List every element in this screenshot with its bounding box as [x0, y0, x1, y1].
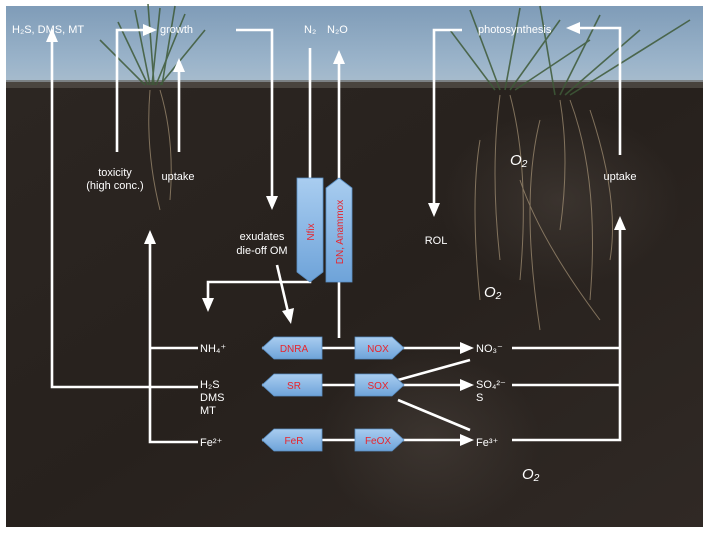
- label-rol: ROL: [425, 235, 448, 247]
- label-no3: NO₃⁻: [476, 343, 503, 355]
- process-sr: SR: [261, 373, 323, 397]
- arrowhead: [144, 230, 156, 244]
- label-nh4: NH₄⁺: [200, 343, 226, 355]
- label-gases-left: H₂S, DMS, MT: [12, 24, 84, 36]
- arrowhead: [566, 22, 580, 34]
- label-h2s: H₂S: [200, 379, 220, 391]
- arrow-growth-to-exudates: [236, 28, 274, 198]
- arrowhead: [460, 379, 474, 391]
- label-so4: SO₄²⁻: [476, 379, 506, 391]
- line-fe3-right: [512, 228, 622, 442]
- label-sr: SR: [287, 381, 301, 392]
- arrowhead: [202, 298, 214, 312]
- label-die-off-om: die-off OM: [236, 245, 287, 257]
- label-n2o: N₂O: [327, 24, 348, 36]
- arrowhead: [143, 24, 157, 36]
- arrowhead: [460, 434, 474, 446]
- label-n2: N₂: [304, 24, 316, 36]
- soil-surface: [6, 80, 703, 88]
- label-mt: MT: [200, 405, 216, 417]
- label-dms: DMS: [200, 392, 224, 404]
- grass-left: [99, 3, 206, 86]
- line-fe2-left: [148, 242, 198, 444]
- process-feox: FeOX: [354, 428, 405, 452]
- arrow-uptake-to-photosynthesis: [578, 26, 622, 155]
- arrow-exudates-to-dnra: [275, 264, 290, 313]
- label-fe3: Fe³⁺: [476, 437, 499, 449]
- process-fer: FeR: [261, 428, 323, 452]
- process-sox: SOX: [354, 373, 405, 397]
- label-photosynthesis: photosynthesis: [478, 24, 552, 36]
- line-sox-to-fe3: [397, 398, 471, 432]
- arrowhead: [282, 308, 294, 324]
- roots: [148, 89, 613, 331]
- arrowhead: [614, 216, 626, 230]
- label-fe2: Fe²⁺: [200, 437, 223, 449]
- arrowhead: [460, 342, 474, 354]
- arrowhead: [266, 196, 278, 210]
- arrowhead: [333, 50, 345, 64]
- label-growth: growth: [160, 24, 193, 36]
- label-sox: SOX: [367, 381, 388, 392]
- label-nfix: Nfix: [306, 223, 317, 240]
- label-uptake-left: uptake: [161, 171, 194, 183]
- label-dnra: DNRA: [280, 344, 309, 355]
- arrowhead: [428, 203, 440, 217]
- process-nox: NOX: [354, 336, 405, 360]
- label-o2-2: O₂: [484, 284, 502, 301]
- arrowhead: [173, 58, 185, 72]
- label-feox: FeOX: [365, 436, 391, 447]
- label-dn-anammox: DN, Anammox: [335, 200, 346, 264]
- soil-light-patch-2: [440, 110, 680, 290]
- arrow-photosynthesis-to-rol: [432, 28, 462, 205]
- label-uptake-right: uptake: [603, 171, 636, 183]
- label-exudates: exudates: [240, 231, 285, 243]
- sky-band: [6, 6, 703, 86]
- label-nox: NOX: [367, 344, 389, 355]
- process-dnra: DNRA: [261, 336, 323, 360]
- process-dn-anammox: DN, Anammox: [325, 177, 353, 283]
- label-o2-3: O₂: [522, 466, 540, 483]
- label-o2-1: O₂: [510, 152, 528, 169]
- line-sox-to-no3: [397, 358, 471, 382]
- process-nfix: Nfix: [296, 177, 324, 283]
- label-toxicity: toxicity: [98, 167, 132, 179]
- label-s: S: [476, 392, 483, 404]
- arrow-toxicity-to-growth: [115, 28, 145, 152]
- label-toxicity-sub: (high conc.): [86, 180, 143, 192]
- label-fer: FeR: [285, 436, 304, 447]
- arrowhead: [46, 28, 58, 42]
